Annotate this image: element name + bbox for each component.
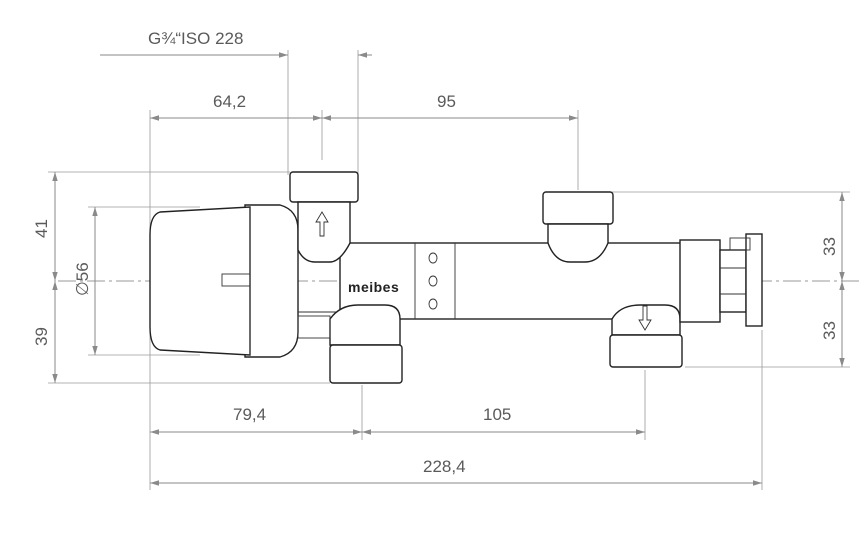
dim-228-4-label: 228,4 [423,457,466,476]
brand-label: meibes [348,279,399,295]
dim-41-label: 41 [32,219,51,238]
dim-33-top-label: 33 [820,237,839,256]
dim-79-4-label: 79,4 [233,405,266,424]
dim-64-2-label: 64,2 [213,92,246,111]
dim-95-label: 95 [437,92,456,111]
dim-105-label: 105 [483,405,511,424]
dim-diameter-56-label: ∅56 [73,262,92,296]
extension-lines [48,50,850,490]
thread-size-label: G¾“ISO 228 [148,29,243,48]
dimension-lines [52,52,845,486]
dim-39-label: 39 [32,327,51,346]
valve-body [149,171,763,384]
dim-33-bottom-label: 33 [820,321,839,340]
